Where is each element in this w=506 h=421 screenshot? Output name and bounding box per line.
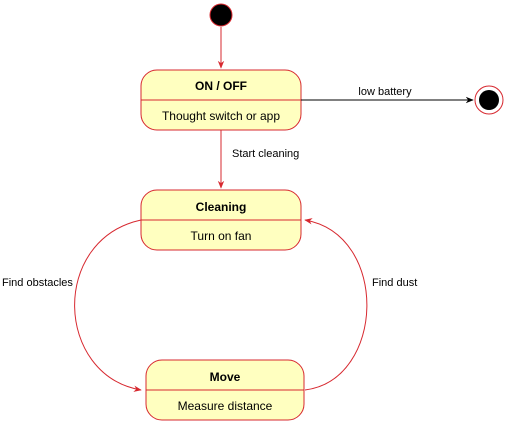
label-find-obstacles: Find obstacles: [2, 277, 73, 289]
label-low-battery: low battery: [358, 86, 412, 98]
transition-find-obstacles: [74, 219, 142, 392]
initial-node: [209, 3, 233, 27]
state-move-action: Measure distance: [178, 399, 273, 413]
state-on-off: ON / OFF Thought switch or app: [140, 69, 302, 131]
state-on-off-name: ON / OFF: [195, 79, 247, 93]
state-cleaning-action: Turn on fan: [191, 229, 252, 243]
state-cleaning-name: Cleaning: [196, 200, 247, 214]
state-move: Move Measure distance: [145, 359, 305, 421]
state-on-off-action: Thought switch or app: [162, 109, 280, 123]
label-start-cleaning: Start cleaning: [232, 148, 299, 160]
label-find-dust: Find dust: [372, 277, 417, 289]
final-node: [474, 85, 504, 115]
state-move-name: Move: [210, 370, 241, 384]
state-cleaning: Cleaning Turn on fan: [140, 189, 302, 251]
transition-find-dust: [304, 218, 368, 391]
